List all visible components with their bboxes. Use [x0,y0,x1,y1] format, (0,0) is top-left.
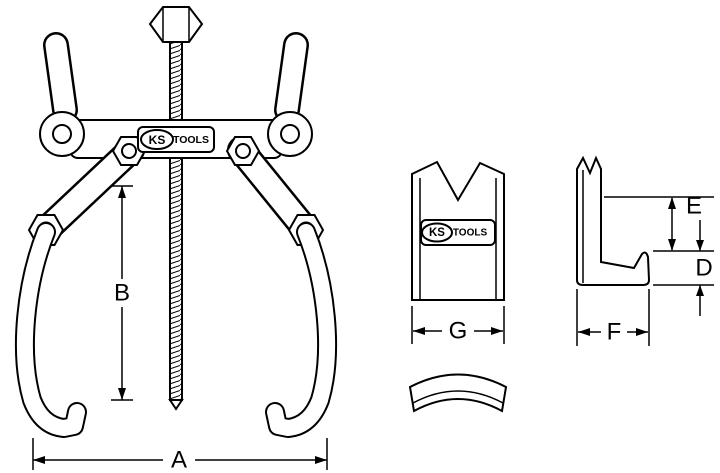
dimension-d: D [653,220,714,316]
dim-a-arrow-right [315,456,327,464]
puller-spindle [168,41,184,411]
dim-d-arrow-top [696,240,704,251]
dim-e-arrow-top [668,197,676,209]
jaw-profile-view: E D F [576,155,714,346]
jaw-segment-inner-arc [412,390,504,404]
dim-d-arrow-bottom [696,285,704,296]
dimension-f-label: F [607,319,622,346]
left-claw-leg [14,222,87,438]
dimension-a-label: A [171,447,187,473]
jaw-segment-outline [408,373,508,413]
jaw-front-view: KS TOOLS G [408,160,508,413]
ks-tools-logo-jaw: KS TOOLS [420,219,496,246]
dimension-d-label: D [695,255,712,282]
dim-b-arrow-bottom [118,388,126,400]
logo-tools-text: TOOLS [453,228,488,239]
jaw-top-view-segment [408,373,508,413]
dim-f-arrow-left [578,328,590,336]
puller-front-view: KS TOOLS B A [14,6,338,473]
left-lever-arm [43,32,78,123]
logo-tools-text: TOOLS [173,134,209,146]
left-main-arm [32,136,145,244]
dim-b-arrow-top [118,186,126,198]
dim-g-arrow-left [413,327,425,335]
yoke-left-pivot-ring [39,111,85,157]
yoke-right-pivot-ring [267,111,313,157]
spindle-tip [168,399,184,411]
dimension-e-label: E [686,193,702,220]
logo-plate [137,126,215,153]
right-lever-arm [274,32,309,123]
dimension-f: F [576,289,650,346]
dim-f-arrow-right [636,328,648,336]
right-claw-leg [265,222,338,438]
dimension-a: A [32,438,328,473]
dimension-b: B [111,185,133,401]
dimension-b-label: B [114,280,130,307]
logo-ks-text: KS [149,133,166,147]
jaw-profile-outline [576,155,651,286]
ks-tools-logo-yoke: KS TOOLS [137,126,215,153]
logo-ks-text: KS [429,227,445,239]
logo-oval [421,222,453,243]
dimension-g-label: G [449,318,468,345]
dim-e-arrow-bottom [668,239,676,251]
logo-oval [140,129,174,150]
dimension-e: E [604,193,714,252]
spindle-hex-head [148,6,204,43]
yoke-right-bolt [225,136,261,166]
dim-g-arrow-right [491,327,503,335]
dim-a-arrow-left [33,456,45,464]
dimension-g: G [411,306,505,345]
